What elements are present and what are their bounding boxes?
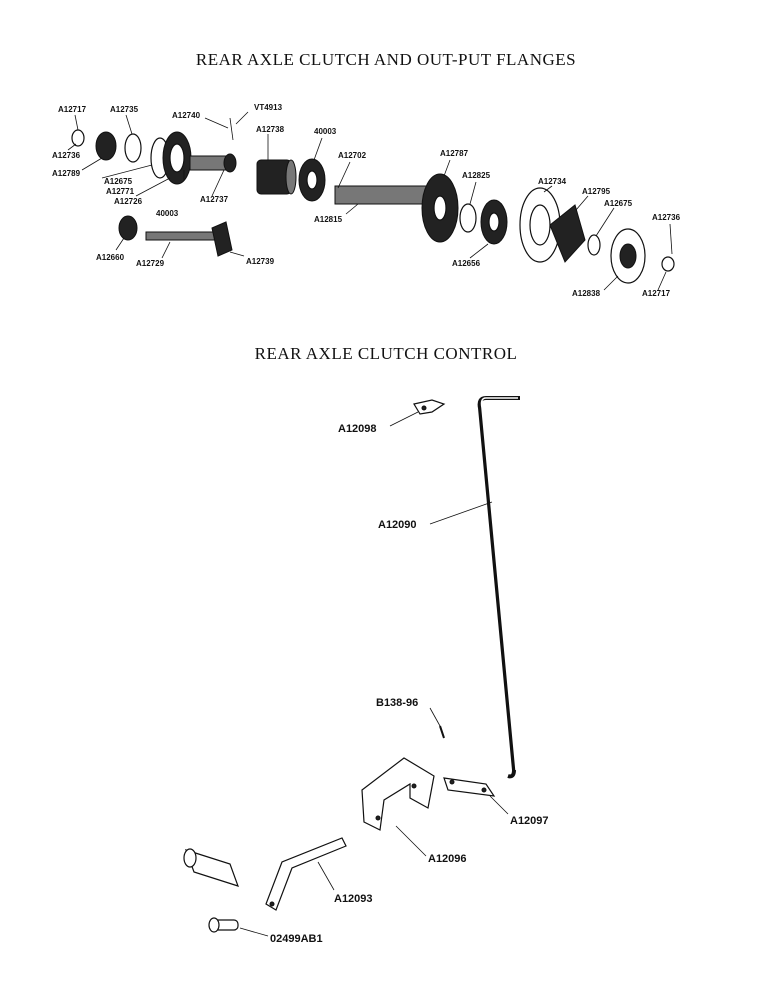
label-a12771: A12771 xyxy=(106,187,135,196)
label-a12735: A12735 xyxy=(110,105,139,114)
label-a12660: A12660 xyxy=(96,253,125,262)
part-shifter-fork-a12739 xyxy=(211,221,233,257)
exploded-assembly-control: A12098 A12090 B138-96 A12097 A12096 A120… xyxy=(183,396,549,945)
label-a12675: A12675 xyxy=(104,177,133,186)
part-seal-a12675 xyxy=(587,234,601,256)
label-a12789: A12789 xyxy=(52,169,81,178)
part-cover-a12795 xyxy=(549,204,586,263)
part-hub-left xyxy=(95,131,117,161)
part-shaft-collar xyxy=(223,153,237,173)
label-02499ab1: 02499AB1 xyxy=(270,933,323,945)
part-rod-highlight xyxy=(480,397,518,771)
part-bushing-a12660 xyxy=(118,215,138,241)
label-a12675-b: A12675 xyxy=(604,199,633,208)
part-bracket-a12096 xyxy=(361,757,435,831)
part-pin-b138-96 xyxy=(439,725,445,739)
diagram-title-control: REAR AXLE CLUTCH CONTROL xyxy=(254,344,518,363)
part-gasket-bore xyxy=(529,204,551,246)
part-bolt xyxy=(229,117,234,141)
label-a12815: A12815 xyxy=(314,215,343,224)
part-bracket-hole xyxy=(375,815,381,821)
label-a12726: A12726 xyxy=(114,197,143,206)
part-short-shaft xyxy=(189,155,227,171)
part-shifter-rod-a12729 xyxy=(145,231,217,241)
part-clip-hole xyxy=(421,405,427,411)
part-main-shaft xyxy=(334,185,431,205)
label-b138-96: B138-96 xyxy=(376,697,418,709)
part-small-nut xyxy=(71,129,85,147)
part-clip-a12098 xyxy=(413,399,446,415)
part-retainer-bore xyxy=(169,143,185,173)
part-bracket-hole-2 xyxy=(411,783,417,789)
part-gear-bore xyxy=(433,195,447,221)
part-sleeve-face xyxy=(285,159,297,195)
label-a12097: A12097 xyxy=(510,815,549,827)
label-a12738: A12738 xyxy=(256,125,285,134)
label-a12729: A12729 xyxy=(136,259,165,268)
part-link-hole xyxy=(449,779,455,785)
label-a12838: A12838 xyxy=(572,289,601,298)
part-bearing-bore-2 xyxy=(488,212,500,232)
label-a12787: A12787 xyxy=(440,149,469,158)
part-nut-a12717 xyxy=(661,256,675,272)
label-a12717-b: A12717 xyxy=(642,289,671,298)
label-a12717: A12717 xyxy=(58,105,87,114)
label-a12736-b: A12736 xyxy=(652,213,681,222)
part-seal-ring xyxy=(124,133,142,163)
label-a12795: A12795 xyxy=(582,187,611,196)
label-a12739: A12739 xyxy=(246,257,275,266)
part-lever-hole xyxy=(269,901,275,907)
label-a12093: A12093 xyxy=(334,893,373,905)
label-a12734: A12734 xyxy=(538,177,567,186)
label-40003-b: 40003 xyxy=(156,209,179,218)
label-a12098: A12098 xyxy=(338,423,377,435)
label-40003-a: 40003 xyxy=(314,127,337,136)
part-flange-hub xyxy=(619,243,637,269)
label-a12096: A12096 xyxy=(428,853,467,865)
label-a12825: A12825 xyxy=(462,171,491,180)
part-bearing-bore xyxy=(306,170,318,190)
part-clevis-pin-head xyxy=(208,917,220,933)
diagram-title-flanges: REAR AXLE CLUTCH AND OUT-PUT FLANGES xyxy=(195,50,577,69)
label-a12737: A12737 xyxy=(200,195,229,204)
label-a12736: A12736 xyxy=(52,151,81,160)
label-a12090: A12090 xyxy=(378,519,417,531)
label-a12656: A12656 xyxy=(452,259,481,268)
label-a12702: A12702 xyxy=(338,151,367,160)
exploded-assembly-flanges: A12717 A12735 A12740 VT4913 A12736 A1278… xyxy=(52,103,681,298)
label-vt4913: VT4913 xyxy=(254,103,283,112)
part-link-a12097 xyxy=(443,777,496,797)
label-a12740: A12740 xyxy=(172,111,201,120)
part-clevis-end xyxy=(183,848,197,868)
part-link-hole-2 xyxy=(481,787,487,793)
part-spacer-a12825 xyxy=(459,203,477,233)
